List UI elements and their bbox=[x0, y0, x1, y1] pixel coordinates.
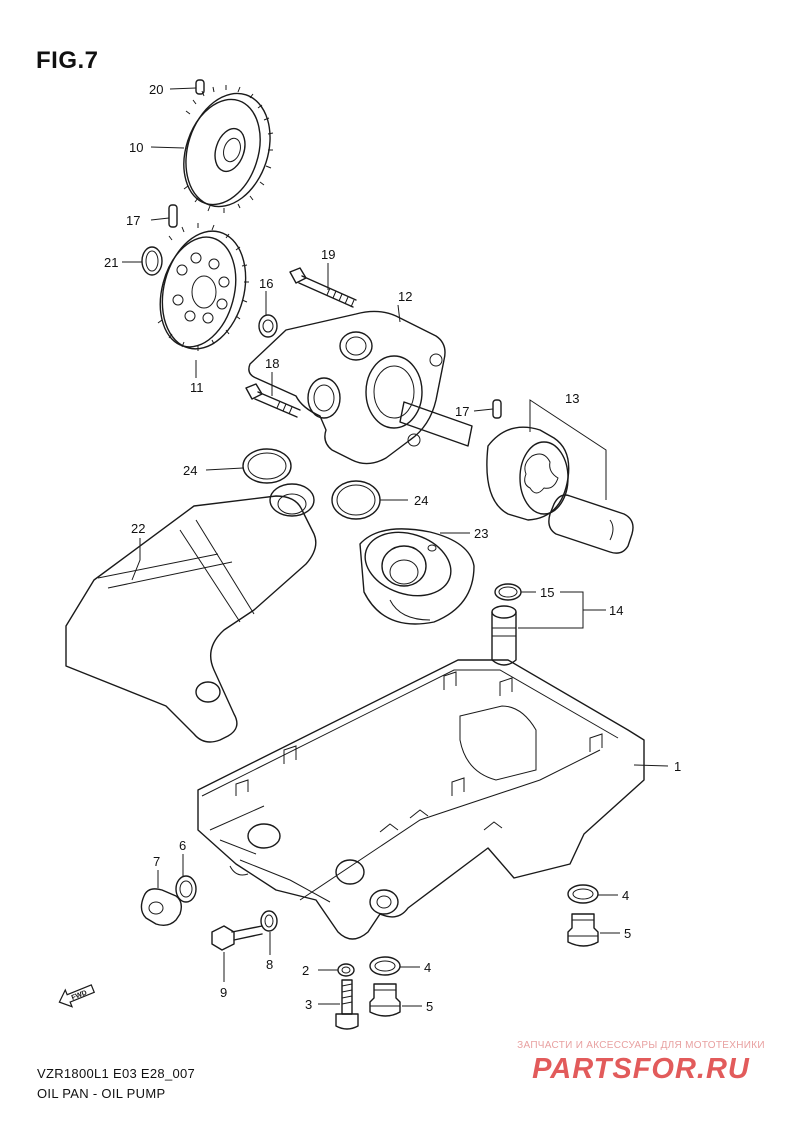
part-13-rotor-set bbox=[486, 426, 634, 554]
part-17-pin-upper bbox=[168, 204, 178, 228]
part-21-circlip bbox=[141, 246, 163, 276]
part-7-plug bbox=[140, 888, 183, 927]
part-24-o-ring-left bbox=[242, 448, 292, 484]
part-22-oil-pipe bbox=[65, 483, 317, 743]
part-14-pipe bbox=[491, 605, 517, 666]
callout-12: 12 bbox=[398, 289, 412, 304]
forward-arrow-icon: FWD bbox=[58, 984, 96, 1008]
part-11-pump-gear bbox=[157, 223, 249, 351]
callout-6: 6 bbox=[179, 838, 186, 853]
part-18-bolt bbox=[245, 383, 301, 418]
callout-labels: 20 10 17 21 19 16 12 18 11 17 13 24 24 2… bbox=[104, 82, 681, 1014]
part-16-washer bbox=[258, 314, 278, 338]
callout-5-lower: 5 bbox=[426, 999, 433, 1014]
part-17-pin-lower bbox=[492, 399, 502, 419]
part-23-strainer bbox=[359, 528, 475, 625]
callout-11: 11 bbox=[190, 380, 204, 395]
callout-9: 9 bbox=[220, 985, 227, 1000]
part-19-bolt bbox=[289, 267, 357, 308]
callout-21: 21 bbox=[104, 255, 118, 270]
callout-24-left: 24 bbox=[183, 463, 197, 478]
part-15-o-ring bbox=[494, 583, 522, 601]
callout-17-lower: 17 bbox=[455, 404, 469, 419]
part-4-gasket-right bbox=[567, 884, 599, 904]
watermark-tagline: ЗАПЧАСТИ И АКСЕССУАРЫ ДЛЯ МОТОТЕХНИКИ bbox=[517, 1040, 765, 1051]
footer-title: OIL PAN - OIL PUMP bbox=[37, 1086, 166, 1101]
footer-model-code: VZR1800L1 E03 E28_007 bbox=[37, 1066, 196, 1081]
leader-lines bbox=[122, 87, 669, 1007]
watermark: ЗАПЧАСТИ И АКСЕССУАРЫ ДЛЯ МОТОТЕХНИКИ PA… bbox=[488, 1040, 794, 1086]
callout-3: 3 bbox=[305, 997, 312, 1012]
callout-14: 14 bbox=[609, 603, 623, 618]
callout-22: 22 bbox=[131, 521, 145, 536]
part-2-washer bbox=[337, 963, 355, 977]
part-24-o-ring-right bbox=[331, 480, 381, 520]
part-9-bolt bbox=[211, 925, 263, 951]
part-1-oil-pan bbox=[197, 659, 645, 940]
figure-title: FIG.7 bbox=[36, 47, 99, 74]
callout-20: 20 bbox=[149, 82, 163, 97]
callout-18: 18 bbox=[265, 356, 279, 371]
forward-label: FWD bbox=[71, 989, 88, 1001]
callout-7: 7 bbox=[153, 854, 160, 869]
callout-16: 16 bbox=[259, 276, 273, 291]
callout-17-upper: 17 bbox=[126, 213, 140, 228]
callout-24-right: 24 bbox=[414, 493, 428, 508]
part-5-drain-plug-right bbox=[567, 913, 599, 947]
part-8-washer bbox=[260, 910, 278, 932]
callout-8: 8 bbox=[266, 957, 273, 972]
callout-5-right: 5 bbox=[624, 926, 631, 941]
callout-4-lower: 4 bbox=[424, 960, 431, 975]
callout-2: 2 bbox=[302, 963, 309, 978]
part-6-gasket bbox=[175, 875, 197, 903]
callout-23: 23 bbox=[474, 526, 488, 541]
part-4-gasket-lower bbox=[369, 956, 401, 976]
callout-15: 15 bbox=[540, 585, 554, 600]
callout-1: 1 bbox=[674, 759, 681, 774]
watermark-brand: PARTSFOR.RU bbox=[532, 1053, 750, 1085]
callout-19: 19 bbox=[321, 247, 335, 262]
part-20-pin bbox=[195, 79, 205, 95]
part-10-gear bbox=[183, 85, 274, 213]
part-3-bolt bbox=[335, 979, 359, 1030]
part-12-oil-pump bbox=[248, 310, 473, 465]
callout-10: 10 bbox=[129, 140, 143, 155]
part-5-drain-plug-lower bbox=[369, 983, 401, 1017]
callout-13: 13 bbox=[565, 391, 579, 406]
callout-4-right: 4 bbox=[622, 888, 629, 903]
